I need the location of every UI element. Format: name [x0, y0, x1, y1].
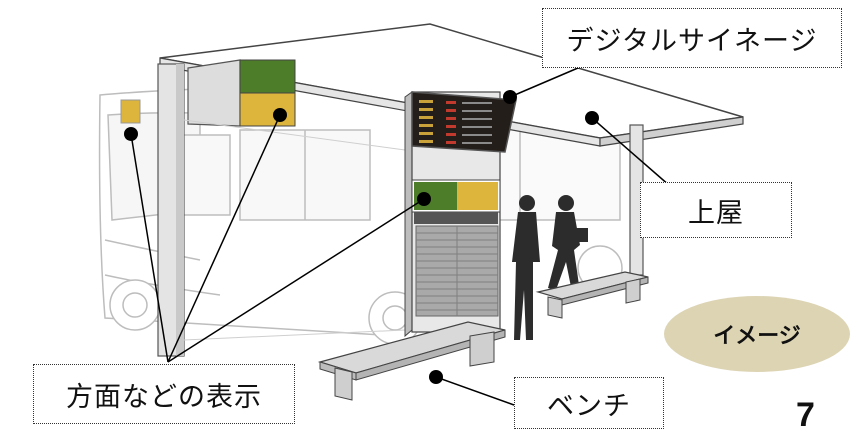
bench-label: ベンチ — [514, 377, 664, 429]
roof-label: 上屋 — [640, 182, 792, 238]
leader-dots — [124, 90, 599, 384]
roof-destination-panel — [187, 59, 296, 127]
people-silhouettes — [512, 195, 588, 340]
page-number: 7 — [796, 396, 815, 434]
digital-signage-screen — [411, 91, 517, 153]
bench-front — [317, 321, 506, 401]
image-badge: イメージ — [664, 296, 850, 372]
bus-front-destination — [120, 99, 141, 124]
shelter-glass — [183, 119, 406, 341]
shelter-pole-left — [157, 63, 185, 357]
destination-display-label: 方面などの表示 — [33, 364, 295, 424]
bench-back — [535, 271, 649, 319]
signage-label: デジタルサイネージ — [542, 8, 842, 68]
leader-lines — [130, 61, 671, 406]
